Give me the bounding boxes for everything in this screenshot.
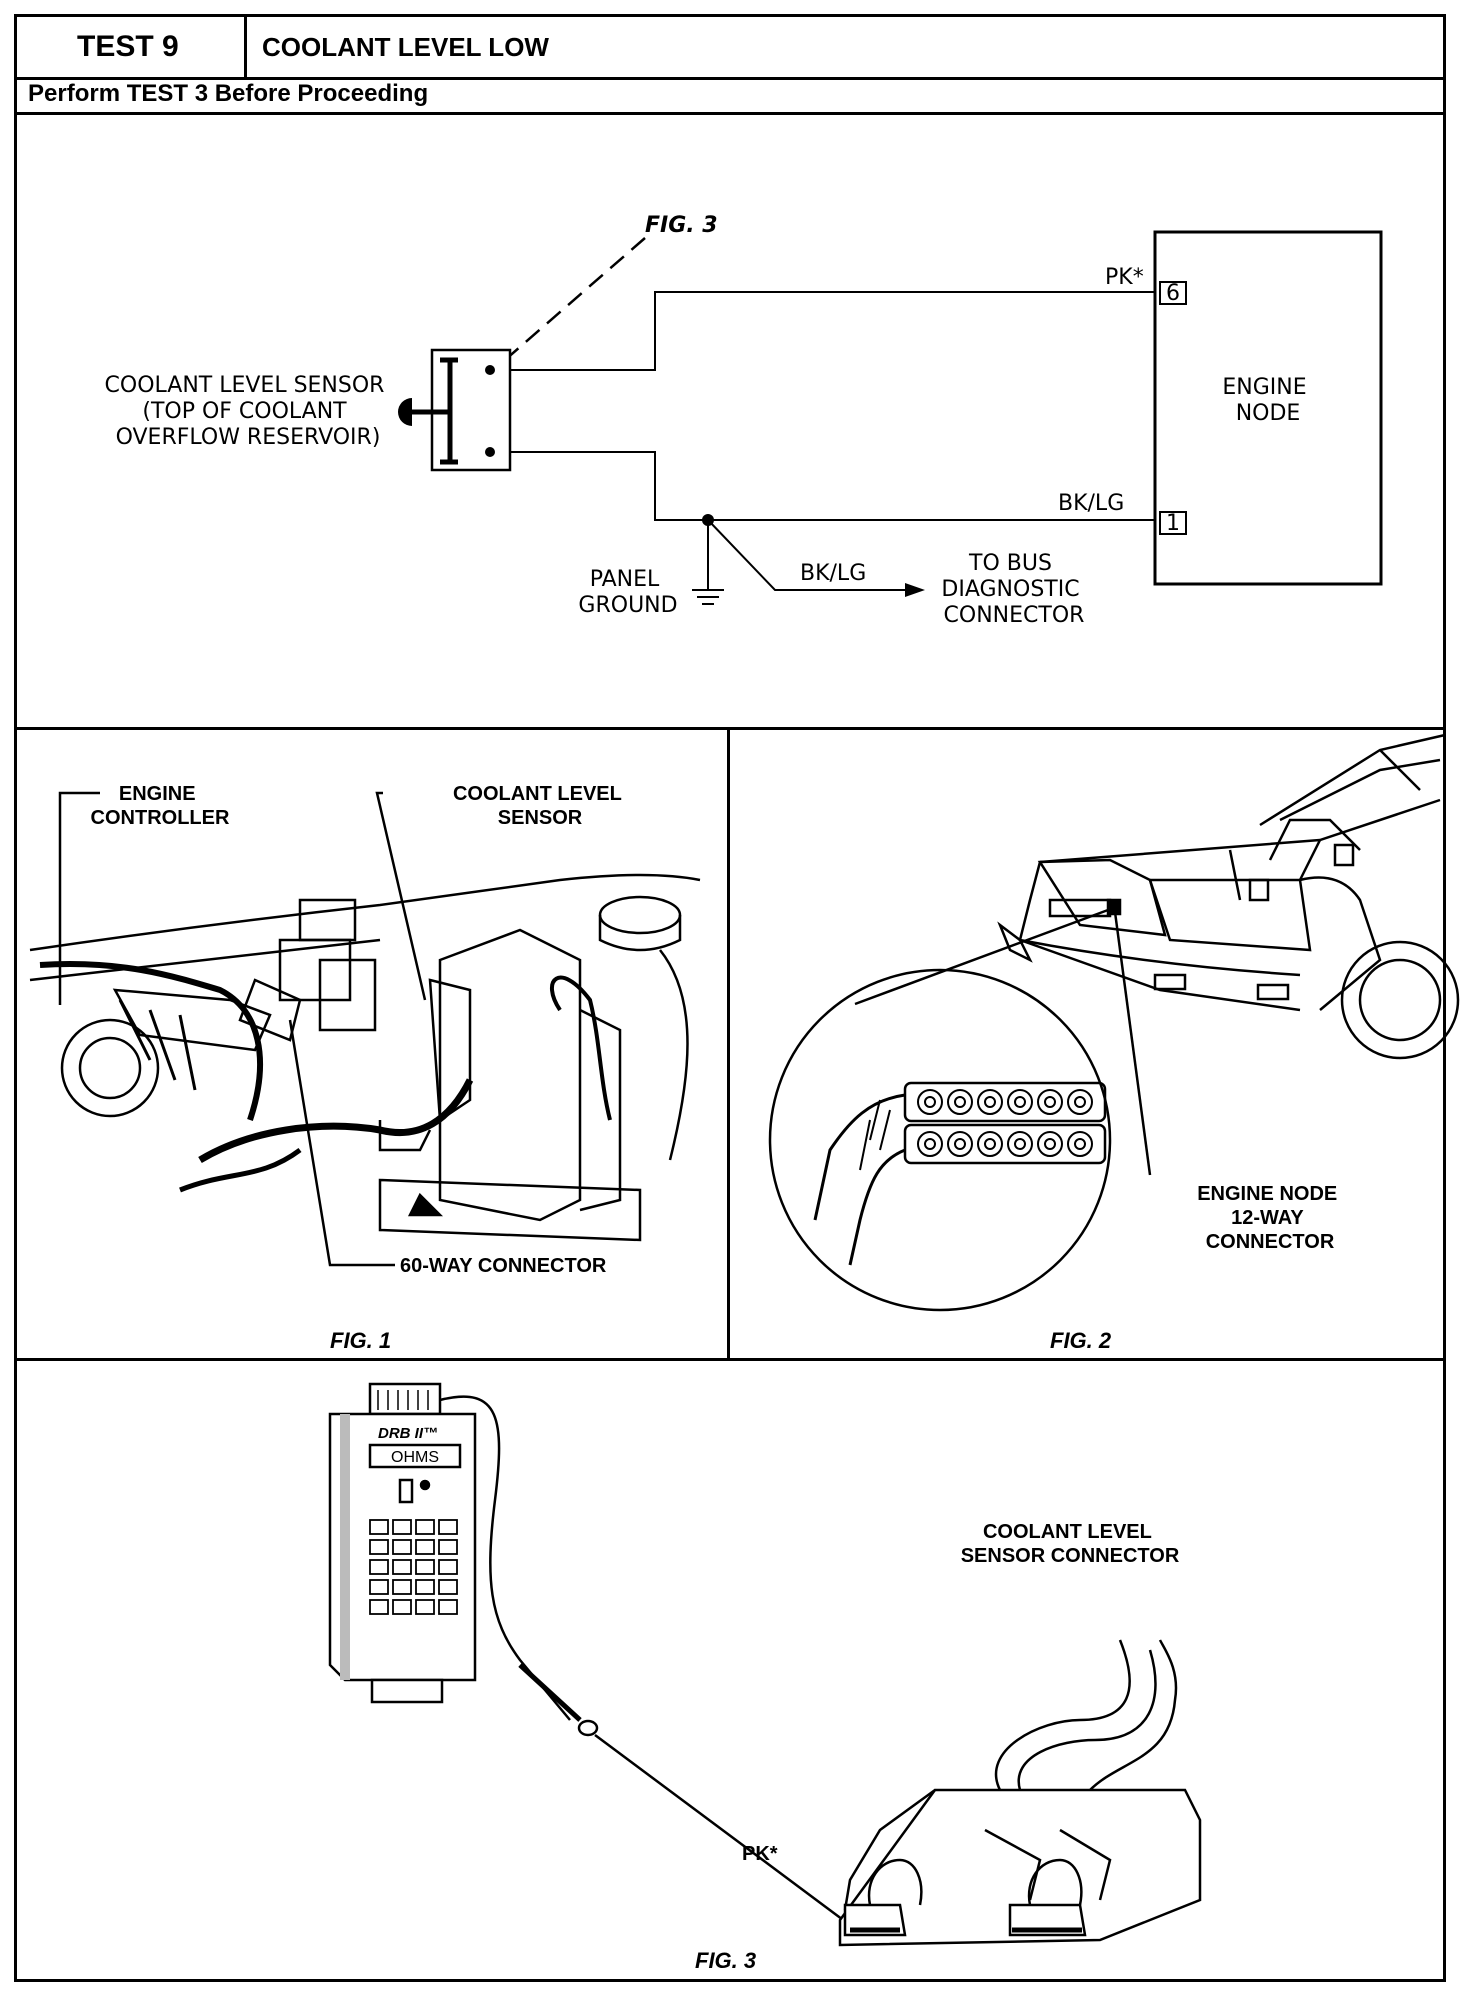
wiring-schematic: FIG. 3 COOLANT LEVEL SENSOR (TOP OF COOL… <box>105 213 1383 628</box>
svg-text:1: 1 <box>1166 511 1180 536</box>
ground-label: PANEL GROUND <box>578 567 677 618</box>
divider <box>14 112 1446 115</box>
divider <box>14 77 1446 80</box>
divider <box>727 727 730 1360</box>
bus-wire-color: BK/LG <box>800 561 866 586</box>
divider <box>14 727 1446 730</box>
test-number: TEST 9 <box>17 17 247 77</box>
engine-node-box <box>1153 230 1383 586</box>
test-title: COOLANT LEVEL LOW <box>262 31 549 62</box>
bus-label: TO BUS DIAGNOSTIC CONNECTOR <box>941 551 1086 628</box>
engine-node-label: ENGINE NODE <box>1222 375 1313 426</box>
sensor-label: COOLANT LEVEL SENSOR (TOP OF COOLANT OVE… <box>105 373 392 450</box>
svg-text:6: 6 <box>1166 281 1180 306</box>
divider <box>14 1358 1446 1361</box>
subtitle: Perform TEST 3 Before Proceeding <box>28 80 429 107</box>
wire-top-color: PK* <box>1105 265 1144 290</box>
fig-ref: FIG. 3 <box>645 213 718 238</box>
wire-bottom-color: BK/LG <box>1058 491 1124 516</box>
